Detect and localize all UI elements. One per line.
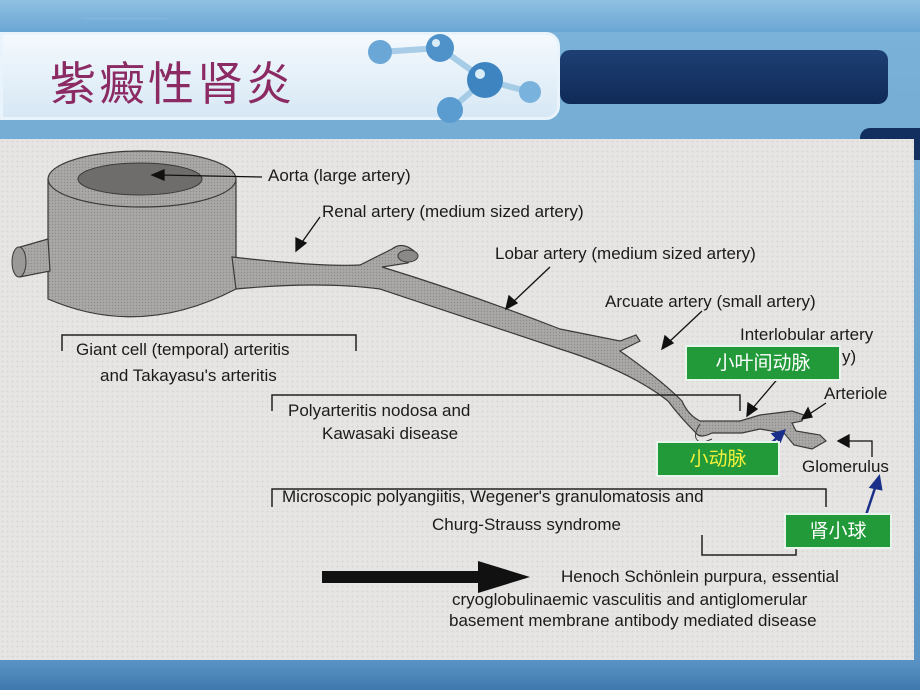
annotation-interlobular-cn: 小叶间动脉 (685, 345, 841, 381)
bottom-band (0, 660, 920, 690)
label-arcuate-artery: Arcuate artery (small artery) (605, 292, 816, 311)
slide-title: 紫癜性肾炎 (50, 57, 295, 111)
header-tiny-text: ········································… (82, 16, 168, 21)
label-arrows (150, 169, 873, 457)
label-glomerulus: Glomerulus (802, 457, 889, 476)
title-bar (0, 32, 560, 120)
label-microscopic-polyangiitis: Microscopic polyangiitis, Wegener's gran… (282, 487, 704, 506)
label-interlobular-suffix: y) (842, 347, 857, 366)
renal-branch-opening (397, 249, 419, 263)
label-hsp-line1: Henoch Schönlein purpura, essential (561, 567, 839, 586)
molecule-decoration (368, 34, 541, 123)
header-dark-band (560, 50, 888, 104)
label-kawasaki: Kawasaki disease (322, 424, 459, 443)
label-churg-strauss: Churg-Strauss syndrome (432, 515, 621, 534)
artery-diagram (11, 150, 883, 593)
label-hsp-line2: cryoglobulinaemic vasculitis and antiglo… (452, 590, 808, 609)
label-aorta: Aorta (large artery) (268, 166, 411, 185)
label-lobar-artery: Lobar artery (medium sized artery) (495, 244, 756, 263)
aorta-cylinder (11, 150, 237, 318)
label-renal-artery: Renal artery (medium sized artery) (322, 202, 584, 221)
label-arteriole: Arteriole (824, 384, 888, 403)
label-giant-cell: Giant cell (temporal) arteritis (76, 340, 290, 359)
annotation-glomerulus-cn: 肾小球 (784, 513, 892, 549)
top-strip: ········································… (0, 0, 920, 32)
label-polyarteritis: Polyarteritis nodosa and (288, 401, 471, 420)
label-takayasu: and Takayasu's arteritis (100, 366, 277, 385)
annotation-arteriole-cn: 小动脉 (656, 441, 780, 477)
hsp-arrow (322, 561, 530, 593)
label-interlobular-artery: Interlobular artery (740, 325, 874, 344)
label-hsp-line3: basement membrane antibody mediated dise… (449, 611, 817, 630)
